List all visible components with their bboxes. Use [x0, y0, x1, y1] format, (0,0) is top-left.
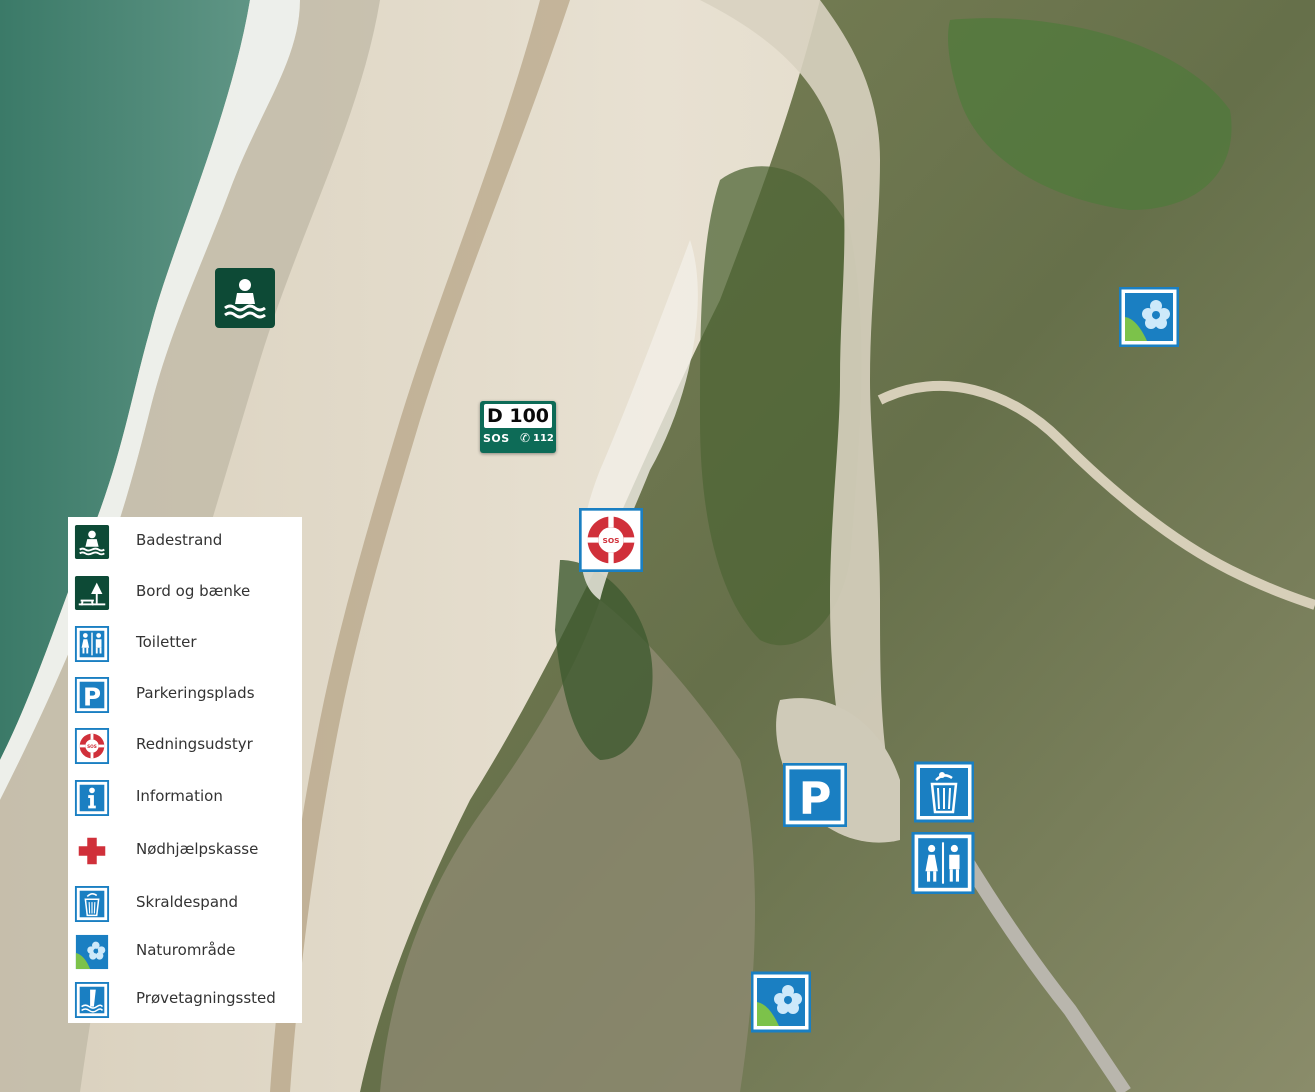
sampling-site-icon — [73, 982, 111, 1018]
map-legend: Badestrand Bord og bænke Toiletter P Par… — [68, 517, 302, 1023]
legend-item-skraldespand: Skraldespand — [68, 884, 302, 924]
legend-label: Toiletter — [136, 633, 197, 651]
nature-area-marker-south[interactable] — [751, 971, 811, 1033]
nature-area-icon — [751, 971, 811, 1033]
legend-label: Prøvetagningssted — [136, 989, 276, 1007]
parking-icon: P — [73, 677, 111, 713]
toilets-icon — [911, 832, 975, 894]
bathing-beach-icon — [215, 268, 275, 328]
legend-item-badestrand: Badestrand — [68, 522, 302, 562]
legend-item-parkeringsplads: P Parkeringsplads — [68, 675, 302, 715]
emergency-number: 112 — [533, 433, 554, 444]
legend-item-bord-og-baenke: Bord og bænke — [68, 573, 302, 613]
svg-text:SOS: SOS — [602, 536, 619, 545]
legend-label: Skraldespand — [136, 893, 239, 911]
toilets-icon — [73, 626, 111, 662]
legend-label: Bord og bænke — [136, 582, 251, 600]
first-aid-icon — [73, 833, 111, 869]
nature-area-marker-north[interactable] — [1119, 287, 1179, 347]
picnic-table-icon — [73, 575, 111, 611]
lifebuoy-sos-icon: SOS — [579, 508, 643, 572]
legend-label: Information — [136, 787, 223, 805]
beach-code: D 100 — [484, 404, 552, 428]
legend-label: Parkeringsplads — [136, 684, 255, 702]
parking-marker[interactable]: P — [783, 763, 847, 827]
svg-text:SOS: SOS — [87, 744, 97, 750]
bathing-beach-marker[interactable] — [215, 268, 275, 328]
legend-item-naturomraade: Naturområde — [68, 932, 302, 972]
legend-item-toiletter: Toiletter — [68, 624, 302, 664]
legend-label: Badestrand — [136, 531, 223, 549]
bathing-beach-icon — [73, 524, 111, 560]
legend-item-nodhjaelpskasse: Nødhjælpskasse — [68, 831, 302, 871]
parking-icon: P — [783, 763, 847, 827]
trash-bin-icon — [73, 886, 111, 922]
legend-item-provetagningssted: Prøvetagningssted — [68, 980, 302, 1020]
legend-item-information: Information — [68, 778, 302, 818]
legend-item-redningsudstyr: SOS Redningsudstyr — [68, 726, 302, 766]
lifebuoy-sos-marker[interactable]: SOS — [579, 508, 643, 572]
nature-area-icon — [1119, 287, 1179, 347]
svg-text:P: P — [83, 682, 101, 711]
trash-bin-marker[interactable] — [914, 760, 974, 824]
sos-label: SOS — [483, 432, 510, 445]
legend-label: Naturområde — [136, 941, 236, 959]
beach-id-sign[interactable]: D 100 SOS ✆ 112 — [480, 401, 556, 453]
toilets-marker[interactable] — [911, 832, 975, 894]
trash-bin-icon — [914, 761, 974, 823]
nature-area-icon — [73, 934, 111, 970]
legend-label: Nødhjælpskasse — [136, 840, 259, 858]
legend-label: Redningsudstyr — [136, 735, 253, 753]
phone-icon: ✆ — [520, 431, 531, 445]
svg-text:P: P — [799, 772, 832, 825]
info-icon — [73, 780, 111, 816]
lifebuoy-sos-icon: SOS — [73, 728, 111, 764]
